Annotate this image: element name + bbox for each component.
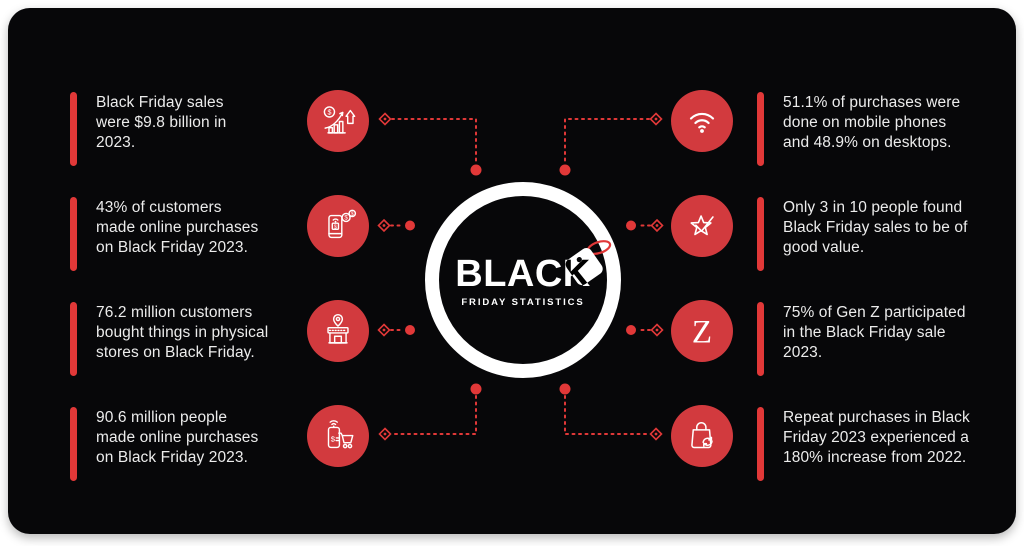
stat-accent-bar xyxy=(70,407,77,481)
bag-repeat-icon xyxy=(691,422,713,449)
wifi-icon xyxy=(689,112,715,133)
stat-accent-bar xyxy=(757,407,764,481)
star-check-icon-circle xyxy=(671,195,733,257)
stat-text: Repeat purchases in Black Friday 2023 ex… xyxy=(783,409,970,466)
mobile-payment-icon-circle: $ $ $ xyxy=(307,195,369,257)
stat-accent-bar xyxy=(70,197,77,271)
store-location-icon xyxy=(327,313,349,344)
connector-mid-upper-left xyxy=(377,218,415,233)
logo-circle: BLACK FRIDAY STATISTICS xyxy=(425,182,621,378)
stat-text: 51.1% of purchases were done on mobile p… xyxy=(783,94,961,151)
svg-text:$: $ xyxy=(351,211,354,217)
logo-word-prefix: BLAC xyxy=(455,252,563,295)
bag-repeat-icon-circle xyxy=(671,405,733,467)
infographic-card: Black Friday sales were $9.8 billion in … xyxy=(8,8,1016,534)
online-shopping-icon-circle: $ xyxy=(307,405,369,467)
stat-text: 43% of customers made online purchases o… xyxy=(96,199,259,256)
connector-mid-lower-right xyxy=(626,323,664,337)
connector-top-left xyxy=(378,112,482,176)
stat-text: Black Friday sales were $9.8 billion in … xyxy=(96,94,227,151)
growth-chart-icon-circle: $ xyxy=(307,90,369,152)
connector-mid-lower-left xyxy=(377,323,415,337)
online-shopping-icon: $ xyxy=(327,420,354,449)
wifi-icon-circle xyxy=(671,90,733,152)
connector-top-right xyxy=(559,112,663,176)
stat-accent-bar xyxy=(70,92,77,166)
connector-bottom-left xyxy=(378,383,482,441)
stat-text: 75% of Gen Z participated in the Black F… xyxy=(783,304,966,361)
gen-z-icon-circle: Z xyxy=(671,300,733,362)
stat-accent-bar xyxy=(757,92,764,166)
logo-title: BLACK xyxy=(455,239,611,295)
logo-subtitle: FRIDAY STATISTICS xyxy=(461,296,585,308)
stat-text: Only 3 in 10 people found Black Friday s… xyxy=(783,199,968,256)
svg-text:$: $ xyxy=(344,215,348,222)
store-location-icon-circle xyxy=(307,300,369,362)
growth-chart-icon: $ xyxy=(323,106,356,134)
logo-word-last-letter: K xyxy=(562,252,591,295)
star-check-icon xyxy=(690,215,714,236)
connector-bottom-right xyxy=(559,383,663,441)
price-tag-icon xyxy=(565,239,611,285)
mobile-payment-icon: $ $ $ xyxy=(328,209,357,239)
svg-text:$: $ xyxy=(327,109,331,117)
stat-text: 76.2 million customers bought things in … xyxy=(96,304,269,361)
svg-text:Z: Z xyxy=(692,315,712,351)
logo: BLACK FRIDAY STATISTICS xyxy=(455,239,611,308)
stat-text: 90.6 million people made online purchase… xyxy=(96,409,259,466)
svg-text:$: $ xyxy=(334,224,338,230)
connector-mid-upper-right xyxy=(626,218,664,233)
svg-text:$: $ xyxy=(331,435,336,444)
stat-accent-bar xyxy=(757,302,764,376)
stat-accent-bar xyxy=(70,302,77,376)
stat-accent-bar xyxy=(757,197,764,271)
gen-z-icon: Z xyxy=(692,315,712,351)
